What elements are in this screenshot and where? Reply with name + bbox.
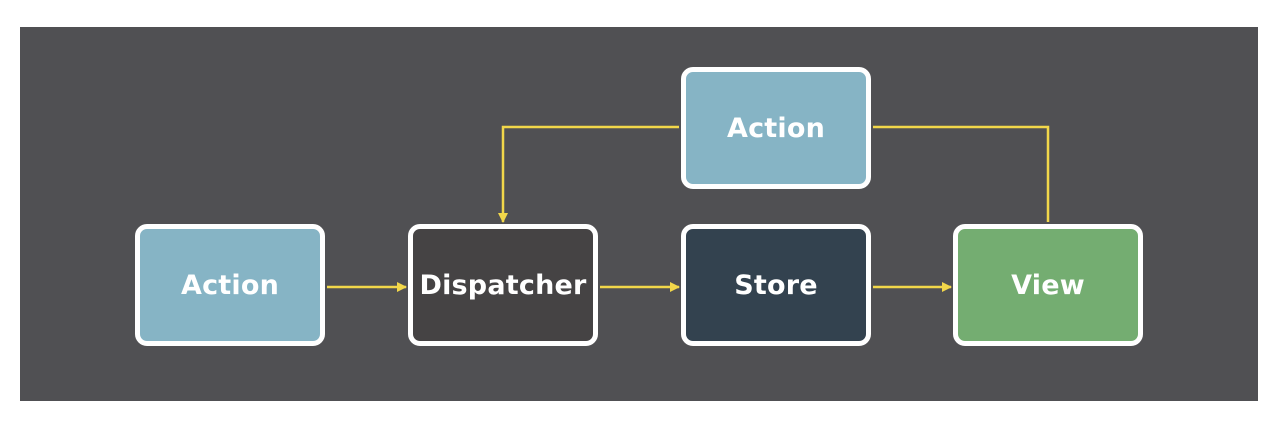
view-node: View	[953, 224, 1143, 346]
arrow-action-top-to-dispatcher	[498, 125, 679, 223]
line-view-to-action-top	[873, 125, 1050, 222]
action-node: Action	[135, 224, 325, 346]
store-node: Store	[681, 224, 871, 346]
dispatcher-node: Dispatcher	[408, 224, 598, 346]
dispatcher-node-label: Dispatcher	[419, 269, 587, 301]
action-top-node-label: Action	[726, 112, 826, 144]
action-node-label: Action	[180, 269, 280, 301]
store-node-label: Store	[734, 269, 818, 301]
action-top-node: Action	[681, 67, 871, 189]
view-node-label: View	[1011, 269, 1085, 301]
